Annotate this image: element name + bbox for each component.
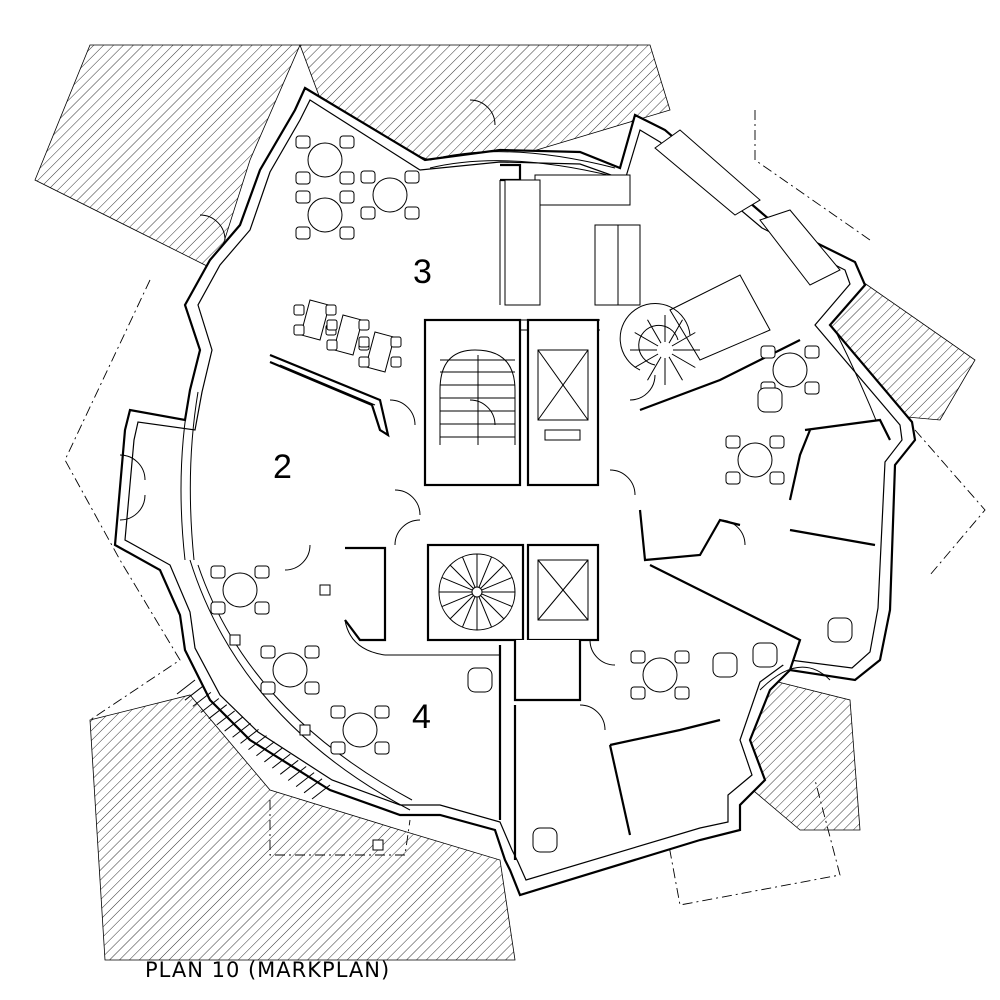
round-table-icon	[330, 705, 390, 755]
round-table-icon	[295, 190, 355, 240]
interior-walls	[269, 163, 891, 860]
armchair	[757, 387, 783, 413]
bench-table	[358, 331, 402, 373]
doors	[119, 99, 746, 731]
column	[372, 839, 384, 851]
room-number-2: 2	[273, 448, 292, 486]
kitchen-counters	[504, 129, 841, 361]
elevator-north	[537, 349, 589, 441]
round-table-icon	[295, 135, 355, 185]
furniture	[210, 135, 853, 853]
round-table-icon	[260, 645, 320, 695]
spiral-staircase-icon	[619, 303, 700, 385]
north-stair	[439, 349, 516, 445]
column	[229, 634, 241, 646]
elevator-south	[537, 559, 589, 621]
room-number-4: 4	[412, 698, 431, 736]
spiral-staircase-icon	[438, 553, 516, 631]
armchair	[467, 667, 493, 693]
column	[319, 584, 331, 596]
round-table-icon	[630, 650, 690, 700]
armchair	[827, 617, 853, 643]
round-table-icon	[725, 435, 785, 485]
room-number-3: 3	[413, 253, 432, 291]
column	[299, 724, 311, 736]
round-table-icon	[360, 170, 420, 220]
terrain-hatch	[34, 44, 976, 961]
bench-table	[293, 299, 337, 341]
exterior-stair	[176, 679, 331, 800]
plan-caption: PLAN 10 (MARKPLAN)	[145, 958, 391, 982]
armchair	[752, 642, 778, 668]
armchair	[712, 652, 738, 678]
armchair	[532, 827, 558, 853]
round-table-icon	[210, 565, 270, 615]
